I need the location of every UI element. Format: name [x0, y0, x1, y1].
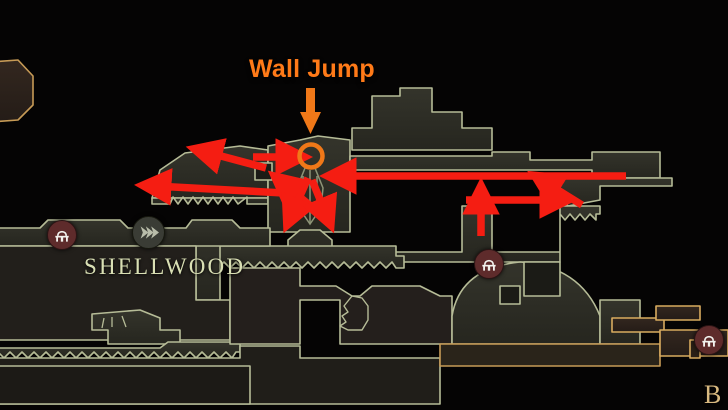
room-gold-small-2 [655, 305, 701, 321]
room-small-chamber [254, 162, 273, 181]
room-lower-central [229, 267, 453, 345]
chevron-right-triple-icon [140, 226, 159, 239]
bench-icon [702, 335, 716, 347]
room-bottom-gold-corridor [439, 343, 661, 367]
room-wall-jump-shaft [267, 135, 351, 233]
room-lower-left-ledge [91, 309, 181, 345]
room-ledge-detail [101, 315, 127, 329]
room-dome [451, 261, 601, 345]
room-right-arm [559, 177, 673, 207]
room-bottom-shelf [0, 341, 241, 359]
bench-marker-east[interactable] [694, 325, 724, 355]
fast-travel-marker[interactable] [132, 216, 165, 249]
corner-area-letter: B [704, 380, 722, 409]
room-notch [499, 285, 521, 305]
bench-icon [482, 259, 496, 271]
room-left-wedge [151, 145, 269, 199]
room-claw-detail [339, 295, 369, 331]
room-bottom-left-block [0, 365, 251, 405]
annotation-label: Wall Jump [249, 55, 375, 83]
room-lower-right-chamber [523, 261, 561, 297]
bench-icon [55, 230, 69, 242]
room-upper-corridor [349, 151, 661, 179]
room-topleft-gold [0, 59, 34, 123]
room-top-tower [351, 87, 493, 151]
bench-marker-shellwood-west[interactable] [47, 220, 77, 250]
room-left-wedge-floor [151, 196, 269, 205]
room-shellwood-corridor [195, 245, 405, 269]
bench-marker-center[interactable] [474, 249, 504, 279]
region-name-label: SHELLWOOD [84, 254, 246, 279]
